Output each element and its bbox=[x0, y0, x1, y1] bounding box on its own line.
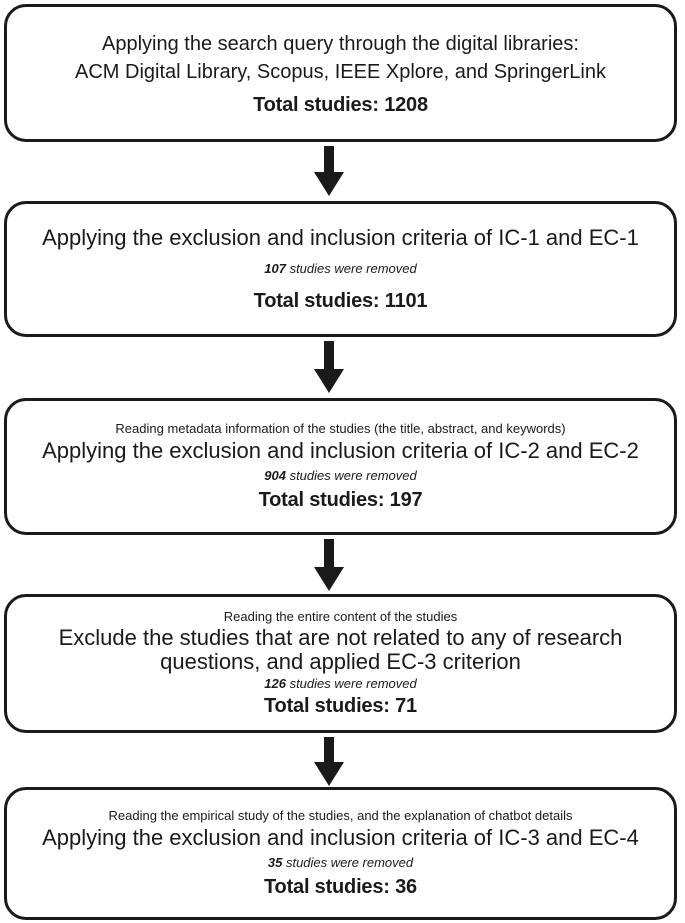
total-label: Total studies: bbox=[253, 93, 385, 116]
removed-text: studies were removed bbox=[285, 468, 417, 483]
step-1-total: Total studies: 1208 bbox=[253, 94, 428, 117]
step-1-box: Applying the search query through the di… bbox=[4, 4, 677, 142]
step-2-total: Total studies: 1101 bbox=[254, 290, 428, 313]
total-value: 1208 bbox=[384, 93, 428, 116]
step-4-removed: 126 studies were removed bbox=[264, 676, 416, 691]
step-2-main: Applying the exclusion and inclusion cri… bbox=[42, 225, 639, 250]
step-2-removed: 107 studies were removed bbox=[264, 261, 416, 276]
arrow-3-icon bbox=[314, 539, 344, 591]
total-label: Total studies: bbox=[264, 876, 396, 898]
arrow-4-icon bbox=[314, 737, 344, 786]
step-2-box: Applying the exclusion and inclusion cri… bbox=[4, 201, 677, 337]
removed-text: studies were removed bbox=[282, 855, 414, 870]
step-5-box: Reading the empirical study of the studi… bbox=[4, 787, 677, 920]
removed-count: 904 bbox=[264, 468, 286, 483]
step-4-sub: Reading the entire content of the studie… bbox=[223, 609, 458, 624]
total-label: Total studies: bbox=[253, 290, 385, 312]
step-1-line-1: Applying the search query through the di… bbox=[102, 32, 579, 55]
step-5-total: Total studies: 36 bbox=[264, 876, 417, 899]
step-4-box: Reading the entire content of the studie… bbox=[4, 594, 677, 733]
total-label: Total studies: bbox=[264, 695, 396, 717]
removed-text: studies were removed bbox=[285, 261, 417, 276]
removed-text: studies were removed bbox=[285, 676, 417, 691]
step-3-sub: Reading metadata information of the stud… bbox=[115, 421, 566, 436]
step-5-main: Applying the exclusion and inclusion cri… bbox=[42, 825, 639, 850]
step-4-total: Total studies: 71 bbox=[264, 695, 417, 718]
total-value: 197 bbox=[389, 489, 423, 511]
step-1-line-2: ACM Digital Library, Scopus, IEEE Xplore… bbox=[75, 60, 606, 83]
total-value: 1101 bbox=[384, 290, 428, 312]
step-3-removed: 904 studies were removed bbox=[264, 468, 416, 483]
step-5-removed: 35 studies were removed bbox=[268, 855, 413, 870]
arrow-2-icon bbox=[314, 341, 344, 393]
removed-count: 126 bbox=[264, 676, 286, 691]
step-3-box: Reading metadata information of the stud… bbox=[4, 398, 677, 535]
arrow-1-icon bbox=[314, 146, 344, 196]
total-value: 36 bbox=[395, 876, 417, 898]
removed-count: 107 bbox=[264, 261, 286, 276]
step-3-total: Total studies: 197 bbox=[259, 489, 423, 512]
step-4-main: Exclude the studies that are not related… bbox=[58, 625, 623, 674]
total-label: Total studies: bbox=[258, 489, 390, 511]
total-value: 71 bbox=[395, 695, 417, 717]
step-5-sub: Reading the empirical study of the studi… bbox=[108, 808, 573, 823]
removed-count: 35 bbox=[267, 855, 283, 870]
step-3-main: Applying the exclusion and inclusion cri… bbox=[42, 438, 639, 463]
